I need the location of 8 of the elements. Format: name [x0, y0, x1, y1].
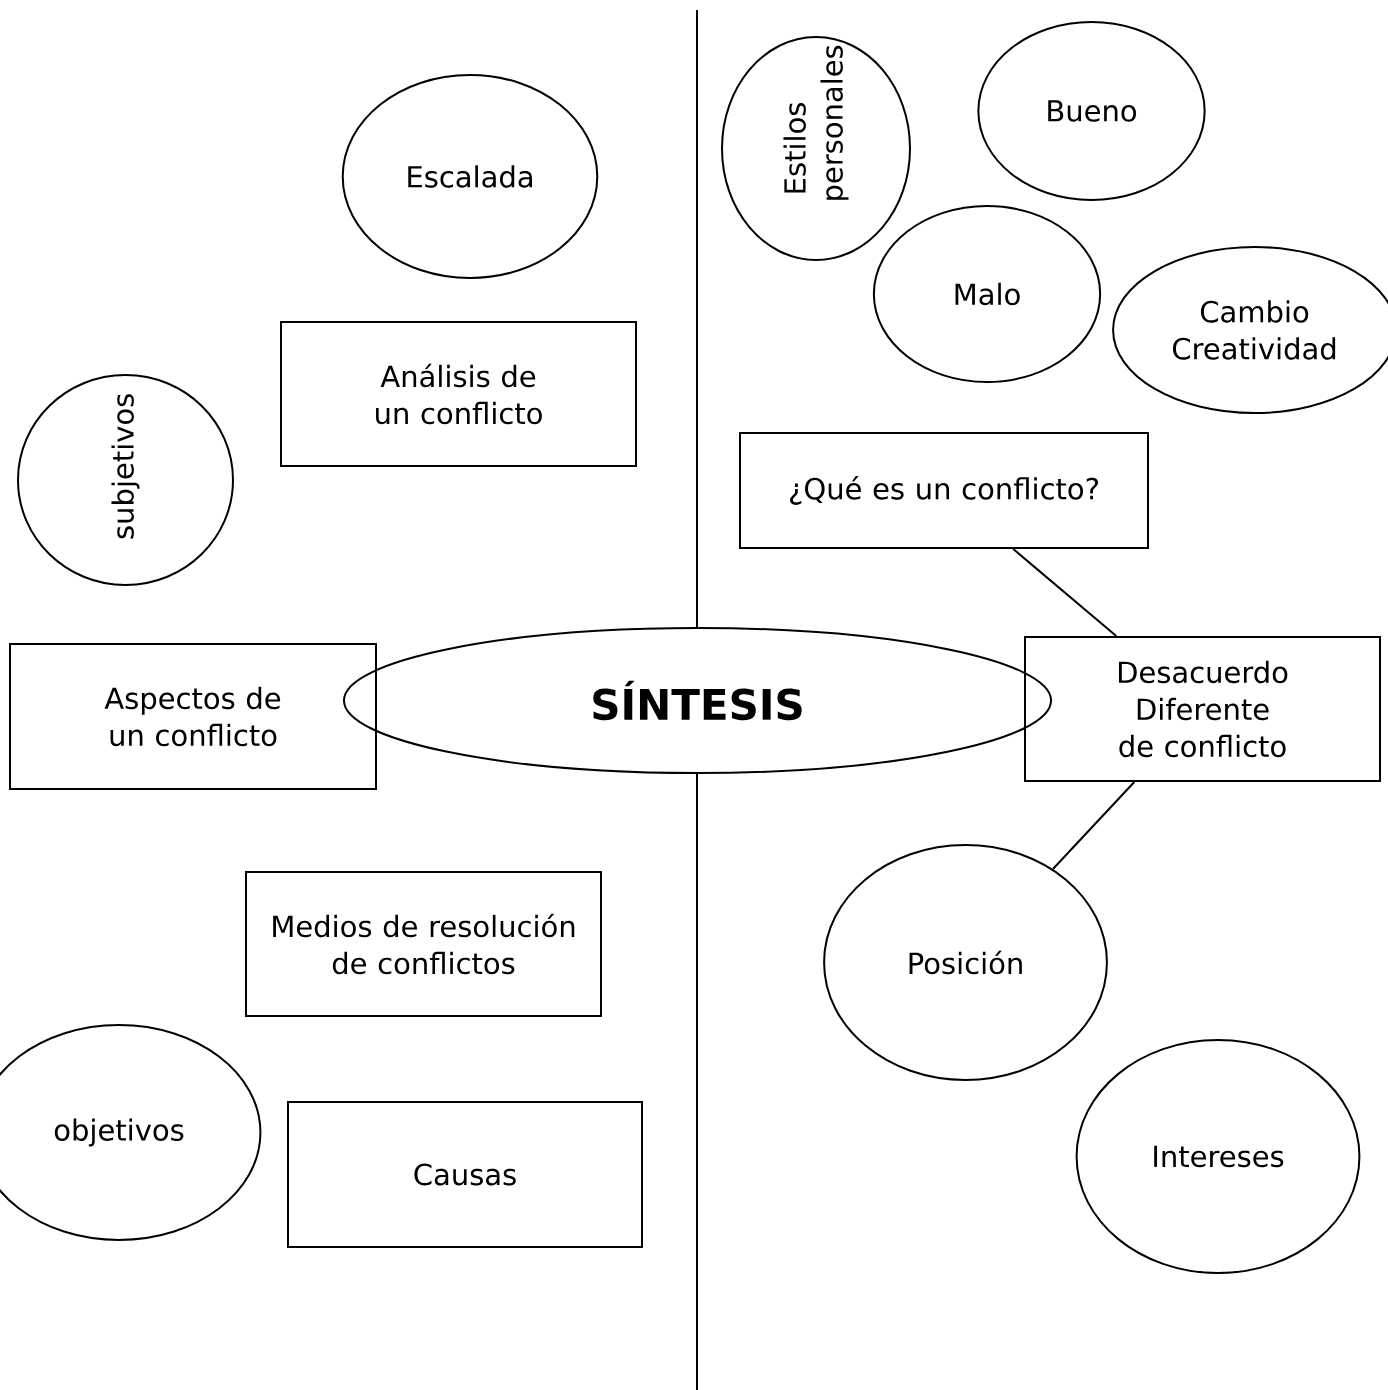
topic-box: Análisis de un conflicto — [280, 321, 637, 467]
topic-box: Causas — [287, 1101, 643, 1248]
topic-box: Desacuerdo Diferente de conflicto — [1024, 636, 1381, 782]
connector-line — [1051, 781, 1136, 870]
connector-line — [1012, 548, 1118, 637]
topic-box: Medios de resolución de conflictos — [245, 871, 602, 1017]
topic-box: Aspectos de un conflicto — [9, 643, 377, 790]
topic-box: ¿Qué es un conflicto? — [739, 432, 1149, 549]
